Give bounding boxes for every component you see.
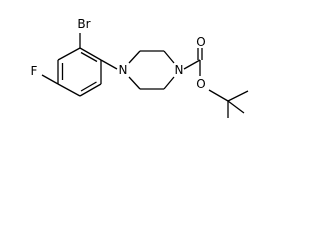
bond-ring-double-1 <box>80 51 98 63</box>
atom-label-f: F <box>31 64 38 78</box>
bond-ring-c6-c1 <box>57 47 81 61</box>
atom-label-o-carbonyl: O <box>196 35 205 49</box>
bond-pip-c-n4-top <box>163 50 175 64</box>
bond-ring-double-2 <box>80 81 97 92</box>
atom-label-n-aryl: N <box>119 63 128 77</box>
molecule-structure: Br F N N O O <box>31 17 249 118</box>
bond-tbu-methyl-2 <box>227 90 249 102</box>
bond-pip-c-n1-bottom <box>128 76 141 90</box>
atom-label-o-ester: O <box>196 77 205 91</box>
bond-n4-carbonyl-c <box>183 59 201 70</box>
structure-canvas: Br F N N O O <box>0 0 286 129</box>
bond-c5-f <box>41 74 59 85</box>
bond-ring-c4-c5 <box>57 83 81 97</box>
bond-pip-n4-c-bottom <box>163 76 175 90</box>
bond-o-ester-tbu-c <box>208 89 229 102</box>
bond-tbu-methyl-3 <box>227 100 245 114</box>
bond-ring-c1-c2 <box>79 47 102 61</box>
bond-c2-n <box>100 59 118 70</box>
bond-ring-c3-c4 <box>79 83 102 97</box>
atom-label-n-carbamate: N <box>175 63 184 77</box>
atom-label-br: Br <box>77 17 90 31</box>
bond-pip-n1-c-top <box>128 50 141 64</box>
